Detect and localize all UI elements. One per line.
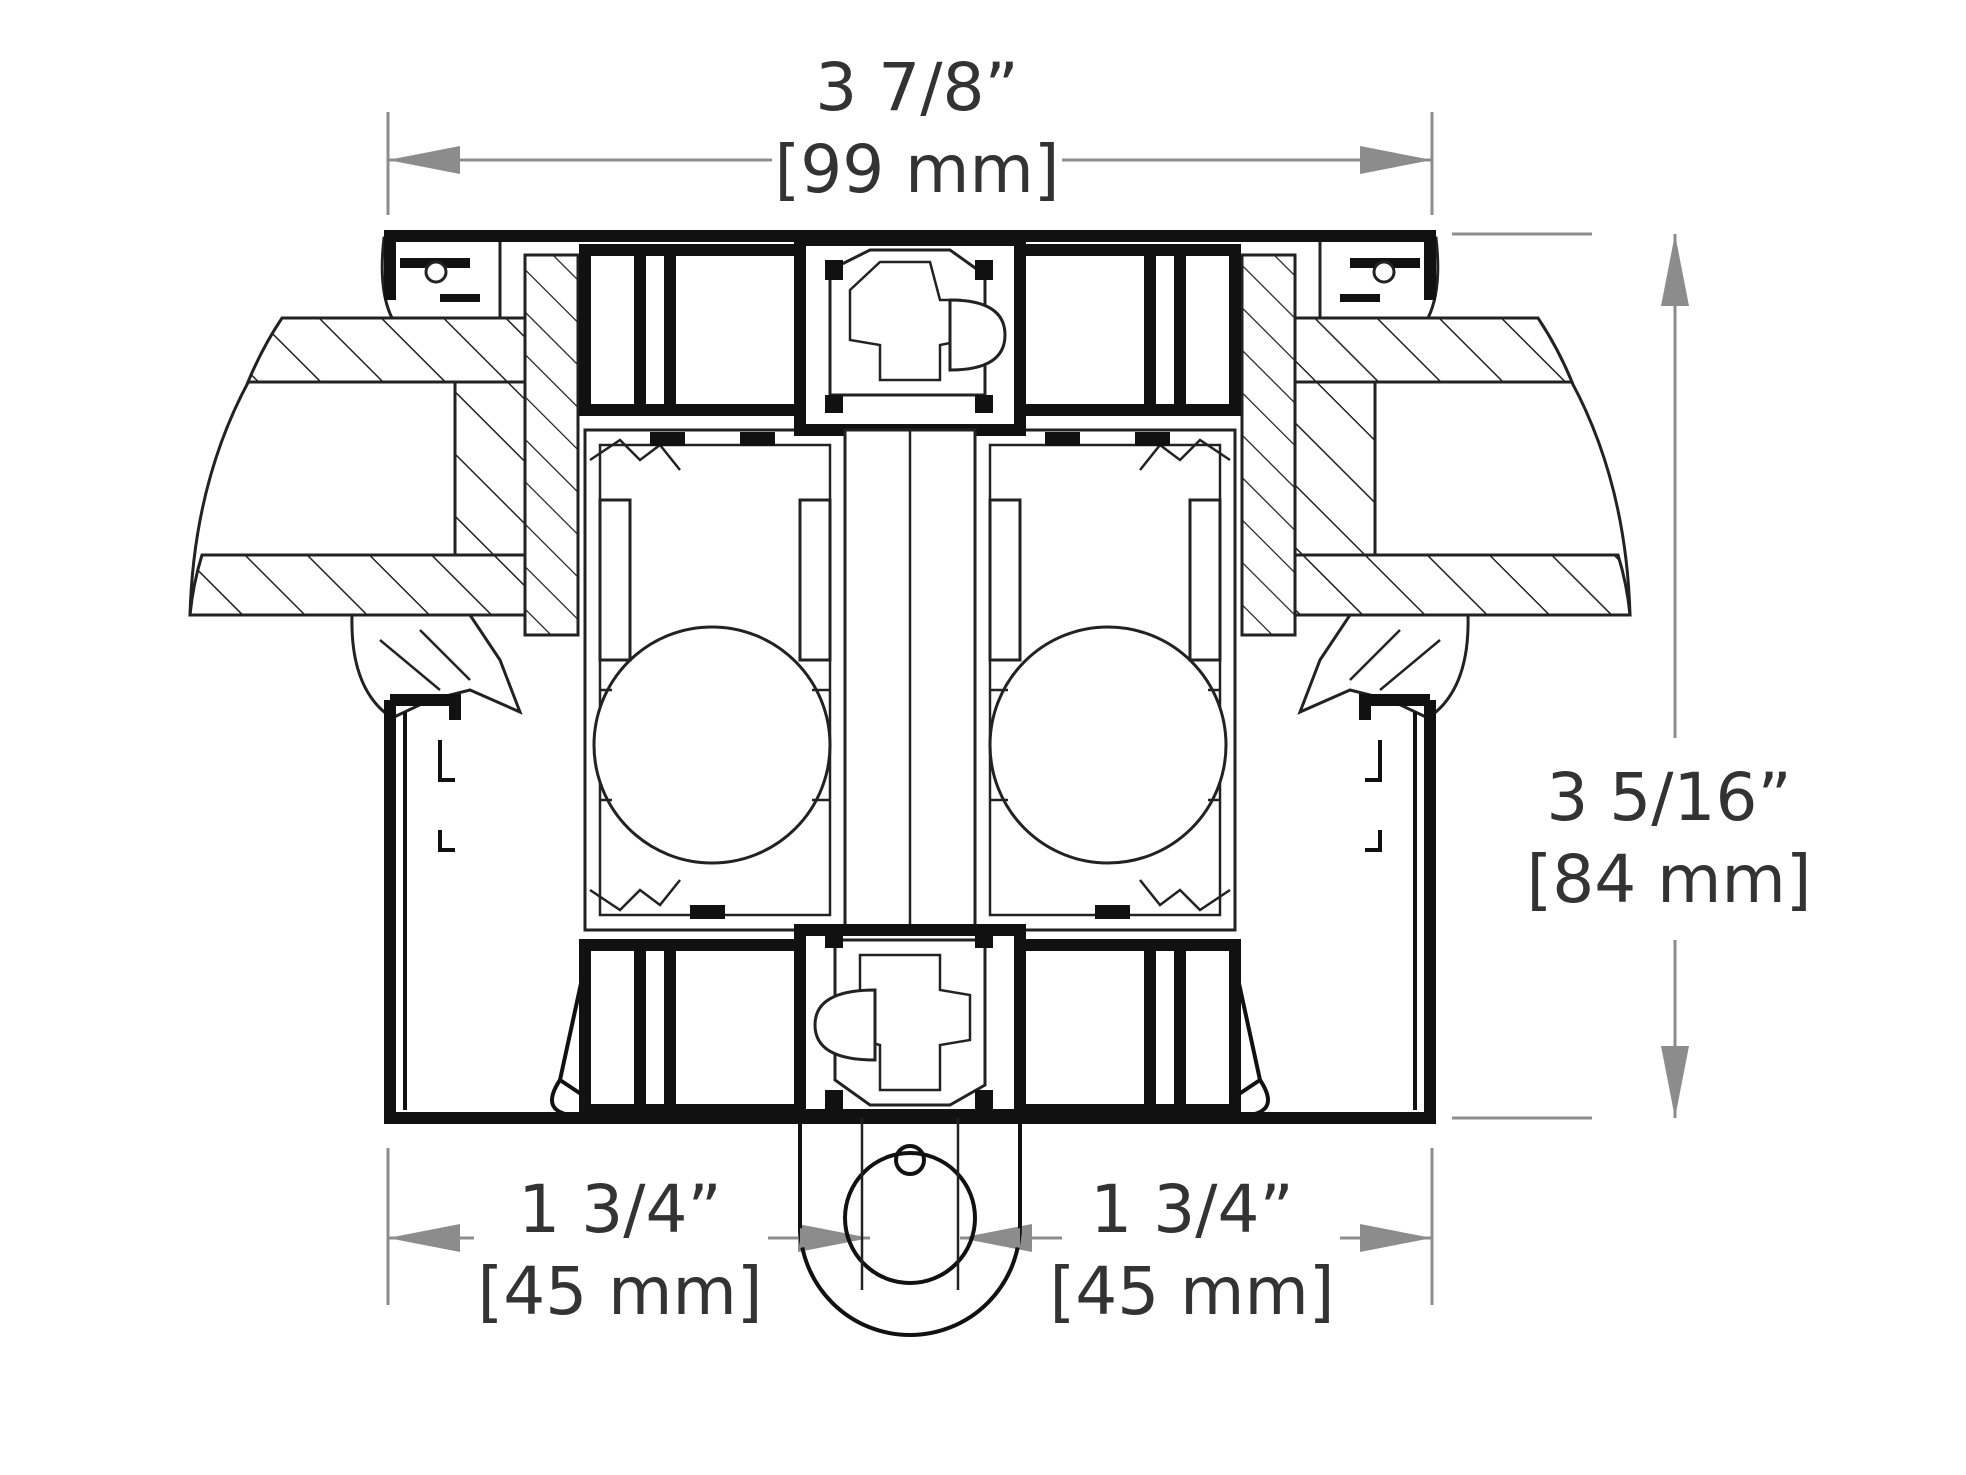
dimension-left-panel: 1 3/4” [45 mm] [386,1148,870,1330]
dimension-overall-width: 3 7/8” [99 mm] [386,49,1434,215]
dimension-right-panel: 1 3/4” [45 mm] [960,1148,1434,1330]
arrow-down [1661,1046,1689,1118]
left-stile [523,253,580,637]
overall-width-metric: [99 mm] [774,131,1059,208]
arrow-left [975,1228,1020,1248]
arrow-right [800,1228,845,1248]
right-stile [1240,253,1297,637]
right-wood-panel [1293,236,1632,720]
arrow-right [1360,1224,1432,1252]
overall-width-imperial: 3 7/8” [815,49,1018,126]
thermal-break-bottom [813,930,993,1110]
right-panel-imperial: 1 3/4” [1090,1171,1293,1248]
right-aluminum-profile [973,244,1270,1117]
left-wood-panel [188,236,527,720]
center-meeting-stile [794,234,1026,1121]
overall-depth-metric: [84 mm] [1526,841,1811,918]
left-panel-metric: [45 mm] [477,1253,762,1330]
overall-depth-imperial: 3 5/16” [1546,759,1791,836]
left-aluminum-profile [550,244,847,1117]
arrow-right [1360,146,1432,174]
arrow-up [1661,234,1689,306]
dimension-overall-depth: 3 5/16” [84 mm] [1452,232,1812,1120]
thermal-break-top [825,248,1007,413]
hinge-knuckle [798,1118,1022,1337]
left-panel-imperial: 1 3/4” [518,1171,721,1248]
arrow-left [388,1224,460,1252]
right-panel-metric: [45 mm] [1049,1253,1334,1330]
arrow-left [388,146,460,174]
